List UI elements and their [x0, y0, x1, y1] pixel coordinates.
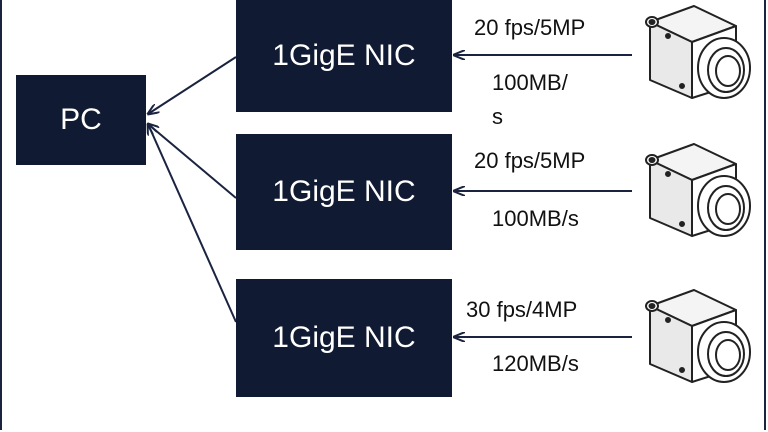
nic-box-1: 1GigE NIC — [236, 0, 452, 112]
nic1-to-pc-arrow — [148, 56, 237, 114]
bandwidth-label-3: 120MB/s — [492, 351, 579, 376]
nic-label: 1GigE NIC — [272, 39, 416, 72]
rate-label-1: 20 fps/5MP — [474, 15, 586, 40]
rate-label-2: 20 fps/5MP — [474, 148, 586, 173]
pc-box: PC — [16, 75, 146, 165]
rate-label-3: 30 fps/4MP — [466, 297, 578, 322]
nic-box-2: 1GigE NIC — [236, 134, 452, 250]
camera-icon — [645, 143, 751, 237]
nic-label: 1GigE NIC — [272, 321, 416, 354]
pc-label: PC — [60, 103, 102, 136]
nic3-to-pc-arrow — [148, 124, 237, 323]
camera-icon — [645, 289, 751, 383]
nic-label: 1GigE NIC — [272, 175, 416, 208]
nic-box-3: 1GigE NIC — [236, 279, 452, 397]
bandwidth-label-1a: 100MB/ — [492, 70, 568, 95]
camera-icon — [645, 5, 751, 99]
bandwidth-label-2: 100MB/s — [492, 206, 579, 231]
nic2-to-pc-arrow — [148, 124, 237, 199]
bandwidth-label-1b: s — [492, 104, 503, 129]
